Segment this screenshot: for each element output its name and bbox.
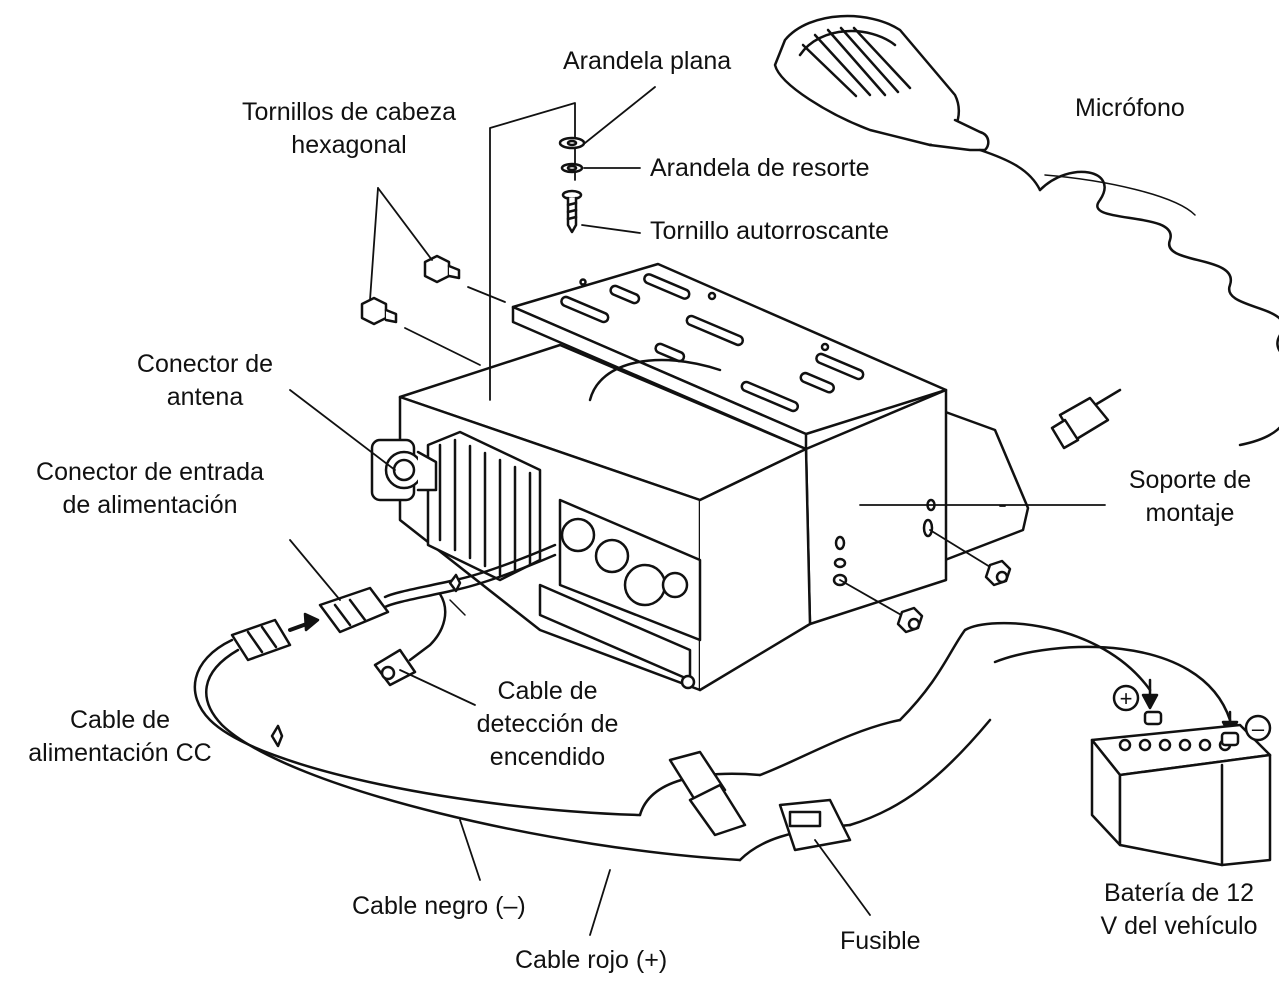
minus-terminal-icon	[1244, 714, 1272, 742]
bracket-bolts	[839, 529, 1012, 634]
label-conector-antena: Conector de antena	[115, 348, 295, 414]
label-soporte-line1: Soporte de	[1128, 466, 1252, 494]
label-tornillo-autorroscante: Tornillo autorroscante	[650, 217, 890, 245]
minus-symbol: –	[1252, 716, 1265, 741]
label-microfono: Micrófono	[1075, 94, 1185, 122]
label-cable-rojo: Cable rojo (+)	[515, 946, 668, 974]
label-bateria: Batería de 12 V del vehículo	[1080, 877, 1278, 943]
label-cable-deteccion-line3: encendido	[489, 743, 606, 771]
battery: + –	[1090, 684, 1272, 867]
label-tornillos-line1: Tornillos de cabeza	[241, 98, 456, 126]
label-tornillos: Tornillos de cabeza hexagonal	[215, 96, 483, 162]
label-conector-antena-line2: antena	[166, 383, 244, 411]
label-cable-negro: Cable negro (–)	[352, 892, 526, 920]
label-cable-alimentacion-line1: Cable de	[69, 706, 171, 734]
label-conector-entrada-line1: Conector de entrada	[36, 458, 264, 486]
microphone	[773, 14, 1279, 450]
label-bateria-line1: Batería de 12	[1103, 879, 1255, 907]
radio-unit	[370, 343, 1030, 692]
label-arandela-resorte: Arandela de resorte	[650, 154, 870, 182]
antenna-connector	[370, 438, 438, 502]
label-cable-deteccion: Cable de detección de encendido	[455, 675, 640, 774]
label-bateria-line2: V del vehículo	[1100, 912, 1258, 940]
label-conector-entrada: Conector de entrada de alimentación	[5, 456, 295, 522]
label-fusible: Fusible	[840, 927, 921, 955]
label-cable-alimentacion: Cable de alimentación CC	[5, 704, 235, 770]
plus-terminal-icon	[1112, 684, 1140, 712]
power-harness	[193, 389, 1239, 936]
mounting-bracket	[511, 262, 948, 451]
label-cable-alimentacion-line2: alimentación CC	[28, 739, 212, 767]
label-cable-deteccion-line2: detección de	[476, 710, 619, 738]
microphone-plug	[1050, 396, 1110, 450]
plus-symbol: +	[1120, 686, 1133, 711]
label-cable-deteccion-line1: Cable de	[497, 677, 598, 705]
washer-stack	[489, 86, 656, 401]
label-arandela-plana: Arandela plana	[563, 47, 732, 75]
label-conector-entrada-line2: de alimentación	[62, 491, 238, 519]
label-conector-antena-line1: Conector de	[136, 350, 274, 378]
label-soporte-line2: montaje	[1145, 499, 1235, 527]
label-soporte: Soporte de montaje	[1110, 464, 1270, 530]
hex-screws	[360, 187, 506, 366]
label-tornillos-line2: hexagonal	[291, 131, 407, 159]
fuse-holder	[638, 718, 992, 862]
